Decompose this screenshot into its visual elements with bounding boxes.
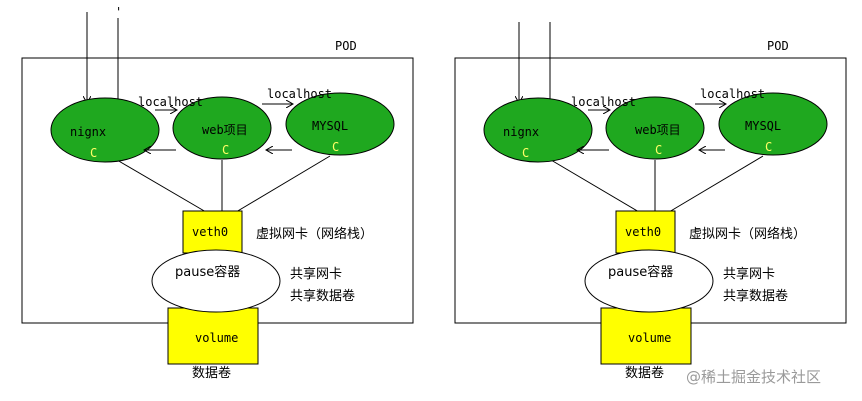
container-mysql [285,92,395,156]
share-nic-label: 共享网卡 [723,266,775,282]
container-mysql [718,92,828,156]
pause-container [584,249,714,313]
link-mysql-veth [235,155,331,213]
link-nginx-veth [116,159,207,213]
data-volume-caption: 数据卷 [192,365,231,381]
localhost-label: localhost [700,87,765,101]
pod-panel-left: ' POD nignx web项目 MYSQL C C C localhost … [21,5,414,381]
container-web [172,96,272,160]
share-volume-label: 共享数据卷 [723,288,788,304]
data-volume-caption: 数据卷 [625,365,664,381]
veth-box [615,210,676,254]
localhost-label: localhost [571,95,636,109]
pod-label: POD [335,39,357,53]
pause-container [151,249,281,313]
volume-label: volume [195,331,238,345]
veth-description: 虚拟网卡（网络栈） [689,226,806,242]
container-name: web项目 [202,123,248,137]
container-nginx [483,97,593,163]
container-name: MYSQL [312,119,348,133]
container-name: web项目 [635,123,681,137]
container-name: nignx [503,125,539,139]
pause-label: pause容器 [175,264,240,280]
localhost-label: localhost [138,95,203,109]
share-nic-label: 共享网卡 [290,266,342,282]
container-c-label: C [522,146,529,160]
container-c-label: C [332,140,339,154]
veth-label: veth0 [625,225,661,239]
tick-mark: ' [115,5,122,19]
pod-label: POD [767,39,789,53]
container-c-label: C [90,146,97,160]
pause-label: pause容器 [608,264,673,280]
pod-panel-right: POD nignx web项目 MYSQL C C C localhost lo… [454,22,847,381]
veth-label: veth0 [192,225,228,239]
watermark-text: @稀土掘金技术社区 [686,368,821,386]
volume-box [600,307,692,365]
container-c-label: C [222,143,229,157]
container-name: MYSQL [745,119,781,133]
link-nginx-veth [550,159,640,213]
volume-label: volume [628,331,671,345]
container-web [605,96,705,160]
container-c-label: C [765,140,772,154]
container-name: nignx [70,125,106,139]
link-mysql-veth [668,155,764,213]
share-volume-label: 共享数据卷 [290,288,355,304]
container-c-label: C [655,143,662,157]
veth-description: 虚拟网卡（网络栈） [256,226,373,242]
volume-box [167,307,259,365]
container-nginx [50,97,160,163]
localhost-label: localhost [267,87,332,101]
